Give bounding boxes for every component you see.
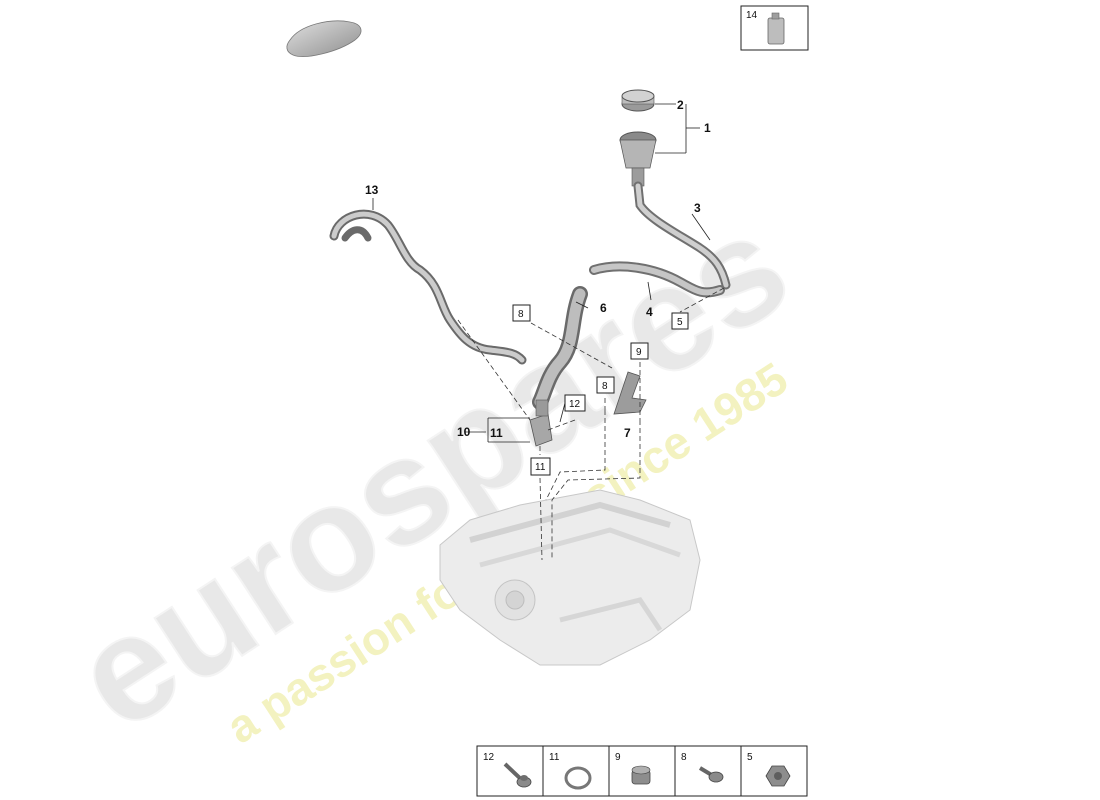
- legend-number: 12: [483, 752, 495, 763]
- legend-number: 9: [615, 752, 621, 763]
- pipe-part-3: [633, 181, 731, 290]
- engine-block: [439, 489, 701, 666]
- boxed-label-8a: 8: [518, 309, 524, 320]
- callout-1: 1: [704, 121, 711, 135]
- legend-item: 12: [483, 752, 532, 788]
- watermark-brand: eurospares: [46, 180, 816, 761]
- callout-10: 10: [457, 425, 471, 439]
- nut-icon: [765, 765, 791, 787]
- boxed-labels: 5 8 9 8 12 11: [512, 304, 689, 476]
- callout-13: 13: [365, 183, 379, 197]
- cover-pad-part: [286, 20, 362, 57]
- legend-item: 9: [615, 752, 651, 785]
- hose-part-4: [589, 261, 725, 298]
- watermark: eurospares a passion for parts since 198…: [45, 179, 817, 762]
- dashed-lines: [457, 287, 725, 561]
- flange-part-11: [529, 399, 553, 447]
- oil-bottle-icon: [767, 12, 785, 45]
- boxed-label-12: 12: [569, 399, 581, 410]
- boxed-label-5: 5: [677, 317, 683, 328]
- callout-6: 6: [600, 301, 607, 315]
- callout-4: 4: [646, 305, 653, 319]
- callout-7: 7: [624, 426, 631, 440]
- plug-screw-icon: [631, 765, 651, 785]
- legend-number: 11: [549, 752, 560, 763]
- part-14-label: 14: [746, 10, 758, 21]
- hose-part-13: [329, 209, 527, 365]
- part-14-box: 14: [740, 5, 809, 51]
- legend-strip: 12 11 9 8: [476, 745, 808, 797]
- boxed-label-11: 11: [535, 462, 546, 473]
- legend-number: 5: [747, 752, 753, 763]
- legend-item: 11: [549, 752, 592, 790]
- seal-ring-icon: [564, 766, 592, 790]
- callout-3: 3: [694, 201, 701, 215]
- bolt-flange-icon: [503, 762, 532, 788]
- callout-11: 11: [490, 426, 503, 440]
- filler-cap-assembly: [619, 89, 657, 187]
- boxed-label-9: 9: [636, 347, 642, 358]
- leader-lines: [372, 103, 711, 443]
- hose-part-6: [532, 286, 588, 410]
- boxed-label-8b: 8: [602, 381, 608, 392]
- legend-number: 8: [681, 752, 687, 763]
- callout-2: 2: [677, 98, 684, 112]
- bolt-icon: [698, 766, 724, 783]
- callouts: 1 2 3 4 6 7 10 11 13: [365, 98, 711, 440]
- legend-item: 8: [681, 752, 724, 783]
- legend-item: 5: [747, 752, 791, 787]
